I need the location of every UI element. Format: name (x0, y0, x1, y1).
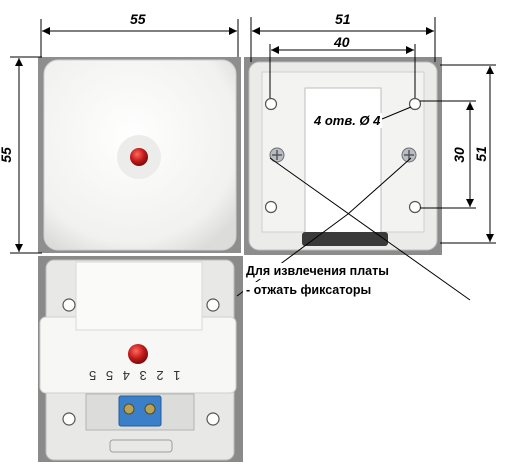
board-led-icon (128, 344, 148, 364)
front-height-label: 55 (0, 147, 14, 163)
front-view-photo (38, 57, 241, 253)
removal-note-line2: - отжать фиксаторы (243, 282, 375, 298)
base-width-label: 51 (335, 11, 351, 27)
hole-spacing-v-label: 30 (450, 147, 467, 163)
removal-note-line1: Для извлечения платы (243, 263, 392, 279)
led-indicator-icon (130, 148, 148, 166)
terminal-block-icon (118, 395, 162, 427)
base-view-photo (244, 57, 442, 255)
base-height-label: 51 (472, 146, 489, 162)
holes-annotation: 4 отв. Ø 4 (312, 113, 383, 128)
hole-spacing-h-label: 40 (334, 34, 350, 50)
board-view-photo (38, 256, 243, 462)
front-width-label: 55 (130, 11, 146, 27)
terminal-marks: 1 2 3 4 5 5 (86, 368, 181, 383)
